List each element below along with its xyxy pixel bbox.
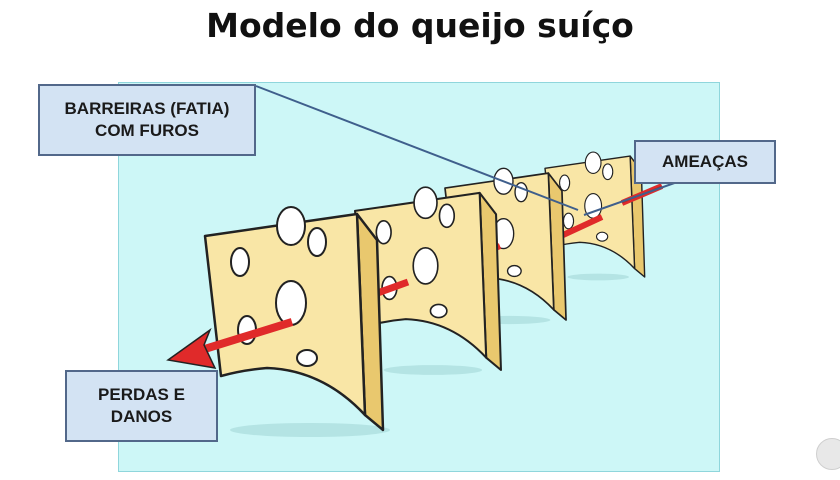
label-perdas-line1: PERDAS E: [98, 385, 185, 404]
cheese-slice-1: [203, 205, 390, 437]
label-barreiras-line1: BARREIRAS (FATIA): [64, 99, 230, 118]
page-title: Modelo do queijo suíço: [206, 6, 634, 45]
label-barreiras: BARREIRAS (FATIA) COM FUROS: [38, 84, 256, 156]
cheese-slice-4: [544, 151, 646, 281]
arrow-left-icon: [166, 318, 294, 369]
cheese-slice-2: [353, 186, 502, 375]
label-ameacas: AMEAÇAS: [634, 140, 776, 184]
label-ameacas-text: AMEAÇAS: [662, 152, 748, 171]
label-perdas-danos: PERDAS E DANOS: [65, 370, 218, 442]
circle-icon: [816, 438, 840, 470]
label-barreiras-line2: COM FUROS: [95, 121, 199, 140]
label-perdas-line2: DANOS: [110, 407, 173, 426]
barreiras-leader-line: [255, 85, 579, 211]
